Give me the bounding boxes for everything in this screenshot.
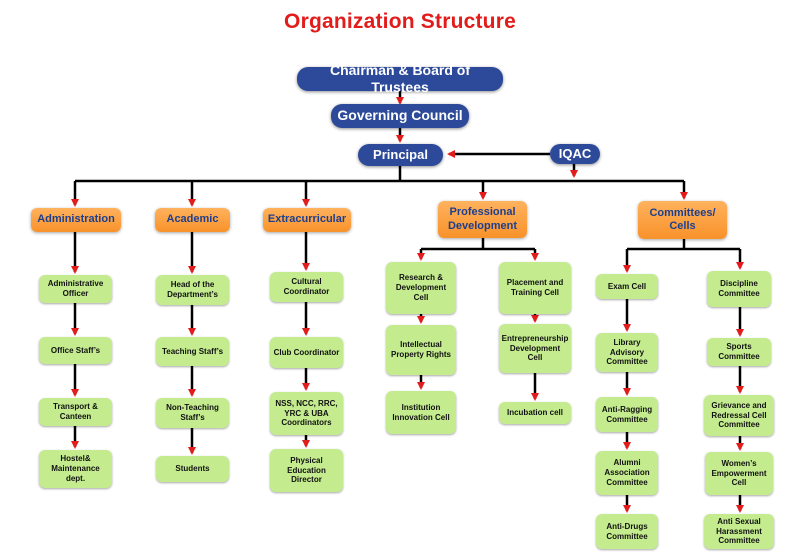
administrative-officer-box: Administrative Officer: [39, 275, 112, 303]
institution-innovation-cell-box: Institution Innovation Cell: [386, 391, 456, 434]
committees-cells-box: Committees/ Cells: [638, 201, 727, 239]
exam-cell-box: Exam Cell: [596, 274, 658, 299]
intellectual-property-rights-box: Intellectual Property Rights: [386, 325, 456, 375]
principal-box: Principal: [358, 144, 443, 166]
chairman-board-box: Chairman & Board of Trustees: [297, 62, 503, 95]
non-teaching-staff-box: Non-Teaching Staff’s: [156, 398, 229, 428]
nss-ncc-coordinators-box: NSS, NCC, RRC, YRC & UBA Coordinators: [270, 392, 343, 435]
womens-empowerment-cell-box: Women’s Empowerment Cell: [705, 452, 773, 495]
research-development-cell-box: Research & Development Cell: [386, 262, 456, 314]
students-box: Students: [156, 456, 229, 482]
chart-title: Organization Structure: [284, 10, 516, 33]
extracurricular-box: Extracurricular: [263, 208, 351, 232]
iqac-box: IQAC: [550, 144, 600, 164]
entrepreneurship-development-cell-box: Entrepreneurship Development Cell: [499, 324, 571, 373]
office-staff-box: Office Staff’s: [39, 337, 112, 364]
club-coordinator-box: Club Coordinator: [270, 337, 343, 368]
library-advisory-committee-box: Library Advisory Committee: [596, 333, 658, 372]
academic-box: Academic: [155, 208, 230, 232]
transport-canteen-box: Transport & Canteen: [39, 398, 112, 426]
sports-committee-box: Sports Committee: [707, 338, 771, 366]
discipline-committee-box: Discipline Committee: [707, 271, 771, 307]
physical-education-director-box: Physical Education Director: [270, 449, 343, 492]
alumni-association-committee-box: Alumni Association Committee: [596, 451, 658, 495]
incubation-cell-box: Incubation cell: [499, 402, 571, 424]
grievance-redressal-committee-box: Grievance and Redressal Cell Committee: [704, 395, 774, 436]
anti-sexual-harassment-committee-box: Anti Sexual Harassment Committee: [704, 514, 774, 549]
placement-training-cell-box: Placement and Training Cell: [499, 262, 571, 314]
administration-box: Administration: [31, 208, 121, 232]
teaching-staff-box: Teaching Staff’s: [156, 337, 229, 366]
governing-council-box: Governing Council: [331, 104, 469, 128]
cultural-coordinator-box: Cultural Coordinator: [270, 272, 343, 302]
head-of-department-box: Head of the Department’s: [156, 275, 229, 305]
professional-development-box: Professional Development: [438, 201, 527, 238]
hostel-maintenance-box: Hostel& Maintenance dept.: [39, 450, 112, 488]
anti-ragging-committee-box: Anti-Ragging Committee: [596, 397, 658, 432]
anti-drugs-committee-box: Anti-Drugs Committee: [596, 514, 658, 549]
